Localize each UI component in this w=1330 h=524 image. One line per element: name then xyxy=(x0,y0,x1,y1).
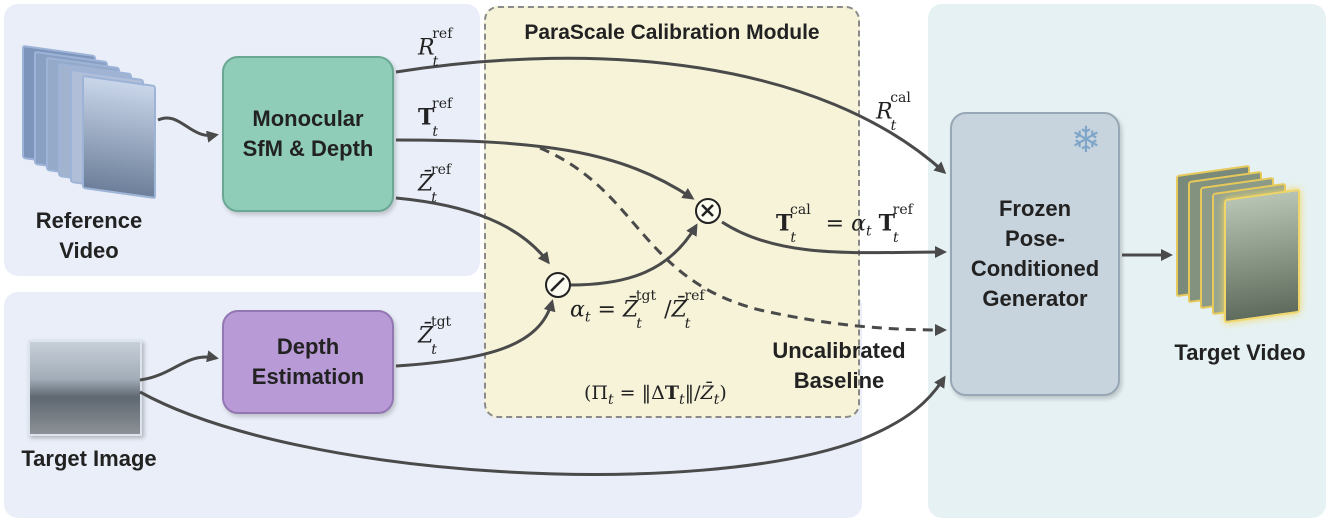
arrow-video-to-sfm xyxy=(157,116,219,143)
label-depth-tgt: Z̄ttgt xyxy=(418,314,452,358)
arrow-tgt-depth-to-divide xyxy=(395,299,556,368)
arrow-ref-depth-to-divide xyxy=(395,196,550,265)
uncalibrated-baseline-label: Uncalibrated Baseline xyxy=(772,338,906,393)
arrow-image-to-depth xyxy=(139,350,219,382)
arrow-calibrated-to-generator xyxy=(721,220,947,259)
arrow-uncalibrated-baseline xyxy=(539,146,947,336)
arrow-image-to-generator xyxy=(139,375,946,476)
module-title: ParaScale Calibration Module xyxy=(524,21,820,44)
monocular-sfm-depth-box: Monocular SfM & Depth xyxy=(222,56,394,212)
multiply-operator xyxy=(695,198,721,224)
arrow-divide-to-multiply xyxy=(569,223,698,287)
label-pi-formula: (Πt = ‖ΔTt‖/Z̄t) xyxy=(584,382,727,408)
calibration-module-panel xyxy=(484,6,860,418)
divide-operator xyxy=(545,272,571,298)
snowflake-icon: ❄ xyxy=(1070,119,1102,160)
label-rotation-cal: Rtcal xyxy=(876,90,911,134)
target-video-label: Target Video xyxy=(1174,340,1306,365)
reference-video-label: Reference Video xyxy=(35,208,143,263)
arrow-rotation-to-generator xyxy=(395,56,947,175)
arrow-translation-to-multiply xyxy=(395,138,695,200)
target-image-thumbnail xyxy=(28,340,142,436)
label-rotation-ref: Rtref xyxy=(418,26,453,70)
depth-estimation-box: Depth Estimation xyxy=(222,310,394,414)
frozen-generator-box: Frozen Pose-Conditioned Generator xyxy=(950,112,1120,396)
label-alpha-formula: αt = Z̄ttgt/Z̄tref xyxy=(570,288,705,332)
label-translation-ref: Ttref xyxy=(418,96,453,140)
label-depth-ref: Z̄tref xyxy=(418,162,452,206)
target-image-label: Target Image xyxy=(21,446,157,471)
label-calibrated-translation: Ttcal = αt Ttref xyxy=(776,202,913,246)
